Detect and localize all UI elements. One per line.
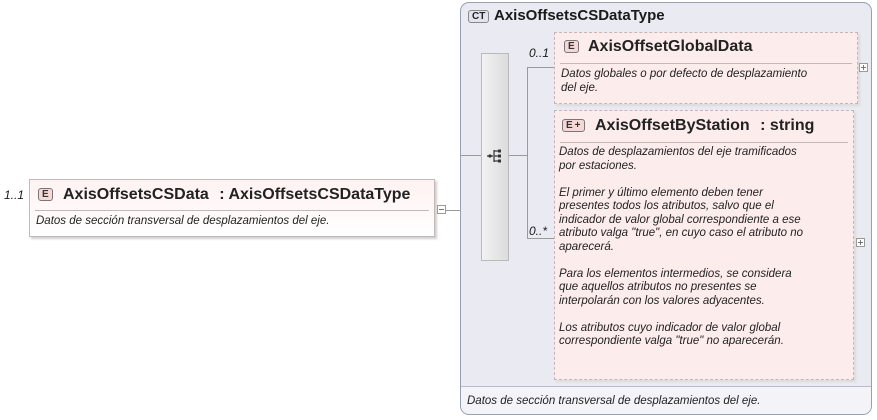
complex-type-doc-area bbox=[461, 386, 871, 414]
doc-line: que aquellos atributos no presentes se bbox=[559, 281, 757, 293]
root-element-title: AxisOffsetsCSData : AxisOffsetsCSDataTyp… bbox=[63, 186, 410, 204]
doc-line: Para los elementos intermedios, se consi… bbox=[559, 267, 792, 280]
doc-line bbox=[559, 308, 851, 322]
doc-line: aparecerá. bbox=[559, 240, 614, 253]
child2-element-doc: Datos de desplazamientos del eje tramifi… bbox=[559, 146, 851, 349]
sequence-out-connector bbox=[509, 155, 527, 156]
child1-expand-toggle[interactable] bbox=[859, 63, 868, 72]
child2-cardinality: 0..* bbox=[529, 224, 548, 238]
separator bbox=[560, 142, 848, 143]
child2-element-title: AxisOffsetByStation : string bbox=[595, 117, 814, 135]
doc-line: Los atributos cuyo indicador de valor gl… bbox=[559, 321, 781, 334]
child1-element-doc: Datos globales o por defecto de desplaza… bbox=[561, 68, 807, 95]
root-collapse-toggle[interactable] bbox=[437, 205, 446, 214]
doc-line bbox=[559, 254, 851, 268]
child1-element-name: AxisOffsetGlobalData bbox=[588, 38, 753, 55]
sequence-compositor[interactable] bbox=[481, 53, 509, 261]
root-connector bbox=[446, 210, 461, 211]
root-element-box[interactable]: E AxisOffsetsCSData : AxisOffsetsCSDataT… bbox=[29, 179, 435, 237]
doc-line: correspondiente valga "true" no aparecer… bbox=[559, 335, 784, 347]
child2-element-name: AxisOffsetByStation bbox=[595, 117, 750, 134]
root-element-doc: Datos de sección transversal de desplaza… bbox=[36, 215, 330, 227]
complex-type-doc: Datos de sección transversal de desplaza… bbox=[467, 395, 761, 407]
doc-line: presentes todos los atributos, salvo que… bbox=[559, 200, 774, 212]
doc-line: interpolarán con los valores adyacentes. bbox=[559, 294, 765, 307]
separator bbox=[35, 210, 429, 211]
doc-line: Datos de desplazamientos del eje tramifi… bbox=[559, 146, 797, 158]
root-element-type: : AxisOffsetsCSDataType bbox=[219, 186, 411, 203]
child2-connector bbox=[527, 238, 554, 239]
element-plus-icon: + bbox=[574, 120, 581, 131]
doc-line: indicador de valor global correspondient… bbox=[559, 213, 801, 226]
complex-type-title: AxisOffsetsCSDataType bbox=[494, 7, 665, 24]
child1-cardinality: 0..1 bbox=[529, 46, 550, 60]
ct-to-sequence-connector bbox=[461, 155, 481, 156]
doc-line: por estaciones. bbox=[559, 159, 637, 172]
child2-element-type: : string bbox=[760, 117, 815, 134]
child2-expand-toggle[interactable] bbox=[856, 238, 865, 247]
sequence-icon bbox=[487, 149, 501, 163]
element-badge: E bbox=[564, 40, 579, 53]
root-cardinality: 1..1 bbox=[4, 188, 25, 202]
child2-element-box[interactable]: E+ AxisOffsetByStation : string Datos de… bbox=[554, 110, 854, 380]
child1-element-box[interactable]: E AxisOffsetGlobalData Datos globales o … bbox=[554, 32, 858, 104]
complex-type-badge: CT bbox=[468, 10, 490, 23]
children-trunk bbox=[527, 67, 528, 238]
doc-line: Datos globales o por defecto de desplaza… bbox=[561, 68, 808, 80]
element-badge: E bbox=[38, 188, 53, 201]
doc-line: del eje. bbox=[561, 81, 599, 94]
root-element-name: AxisOffsetsCSData bbox=[63, 186, 209, 203]
doc-line bbox=[559, 173, 851, 187]
child1-connector bbox=[527, 67, 554, 68]
doc-line: atributo valga "true", en cuyo caso el a… bbox=[559, 227, 804, 239]
separator bbox=[560, 63, 852, 64]
doc-line: El primer y último elemento deben tener bbox=[559, 186, 763, 199]
element-badge: E+ bbox=[562, 119, 585, 132]
